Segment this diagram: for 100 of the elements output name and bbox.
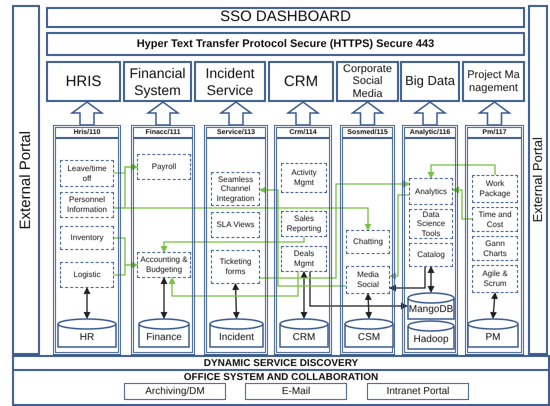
module-label: Ticketing forms [218, 257, 252, 277]
module-label: Media Social [356, 270, 380, 290]
system-box [336, 61, 399, 102]
block-arrow [412, 101, 448, 126]
connector-arrow [428, 266, 434, 293]
module-label: Leave/time off [66, 164, 108, 184]
database-cylinder [407, 292, 455, 320]
connector-arrow [84, 287, 90, 319]
module-box [281, 246, 327, 272]
portal-bar [12, 5, 40, 355]
layer-band [46, 7, 525, 28]
system-box [194, 61, 266, 102]
layer-band [46, 32, 525, 56]
system-box [46, 61, 121, 102]
system-box [400, 61, 460, 102]
module-label: Sales Reporting [286, 214, 322, 234]
module-box [472, 265, 518, 293]
module-box [281, 211, 327, 237]
connector-arrow [232, 283, 240, 319]
database-label: MangoDB [408, 303, 454, 317]
connector-arrow [168, 272, 299, 297]
connector-arrow [452, 186, 472, 220]
service-column [340, 125, 395, 355]
module-box [409, 178, 453, 205]
module-label: Time and Cost [477, 210, 513, 230]
service-box [124, 383, 226, 400]
module-box [409, 209, 453, 239]
connector-arrow [300, 271, 308, 319]
module-box [472, 207, 518, 232]
module-box [60, 160, 114, 187]
module-box [281, 163, 327, 193]
block-arrow [70, 101, 104, 126]
system-label: Financial System [128, 65, 187, 98]
connector-arrow [160, 237, 305, 253]
module-label: Payroll [152, 162, 176, 172]
module-label: Accounting & Budgeting [139, 255, 189, 275]
database-label: Hadoop [413, 333, 449, 347]
band-label: DYNAMIC SERVICE DISCOVERY [204, 356, 358, 370]
module-label: Activity Mgmt [290, 168, 318, 188]
system-box [268, 61, 334, 102]
portal-bar [528, 5, 548, 355]
module-label: Analytics [414, 186, 447, 196]
database-cylinder [467, 318, 519, 348]
connector-arrow [389, 267, 426, 292]
service-label: E-Mail [282, 385, 310, 399]
service-column [274, 125, 332, 355]
service-label: Intranet Portal [386, 385, 450, 399]
system-label: CRM [284, 72, 318, 90]
database-label: CSM [358, 331, 380, 345]
connector-arrow [490, 292, 498, 319]
system-label: Project Management [466, 68, 521, 94]
database-cylinder [407, 320, 455, 350]
module-box [211, 212, 260, 238]
connector-arrow [114, 207, 372, 231]
database-label: CRM [292, 331, 316, 345]
database-label: Finance [146, 331, 182, 345]
database-cylinder [57, 318, 117, 348]
database-label: PM [486, 331, 500, 345]
module-label: Gann Charts [482, 238, 508, 258]
module-box [211, 250, 260, 284]
module-box [137, 154, 191, 180]
module-box [472, 175, 518, 203]
service-label: Archiving/DM [145, 385, 205, 399]
database-cylinder [344, 318, 394, 348]
database-cylinder [279, 318, 329, 348]
block-arrow [286, 101, 320, 126]
database-cylinder [138, 318, 190, 348]
module-box [60, 192, 114, 218]
database-label: Incident [218, 331, 254, 345]
module-label: Inventory [70, 233, 104, 243]
service-box [245, 383, 347, 400]
service-column [204, 125, 268, 355]
service-column [131, 125, 195, 355]
band-label: Hyper Text Transfer Protocol Secure (HTTPS) Secure 443 [136, 36, 434, 52]
layer-band [12, 371, 550, 406]
module-box [211, 172, 260, 206]
band-label: SSO DASHBOARD [220, 7, 351, 28]
module-label: Seamless Channel Integration [216, 174, 256, 204]
service-column [53, 125, 121, 355]
connector-arrow [260, 180, 410, 279]
module-label: Catalog [417, 250, 445, 260]
layer-band [12, 355, 550, 371]
connector-arrow [309, 272, 408, 310]
module-label: Work Package [478, 179, 512, 199]
module-label: Chatting [353, 237, 383, 247]
module-label: Data Science Tools [416, 210, 446, 238]
service-column [402, 125, 458, 355]
module-box [60, 262, 114, 288]
portal-label: External Portal [529, 137, 546, 223]
service-column [465, 125, 524, 355]
block-arrow [146, 101, 180, 126]
connector-arrow [428, 164, 496, 179]
connector-arrow [160, 277, 168, 319]
portal-label: External Portal [16, 130, 35, 230]
module-box [409, 243, 453, 267]
database-label: HR [80, 331, 94, 345]
system-label: Big Data [405, 74, 455, 89]
database-cylinder [209, 318, 264, 348]
service-box [367, 383, 469, 400]
module-label: Personnel Information [66, 195, 108, 215]
